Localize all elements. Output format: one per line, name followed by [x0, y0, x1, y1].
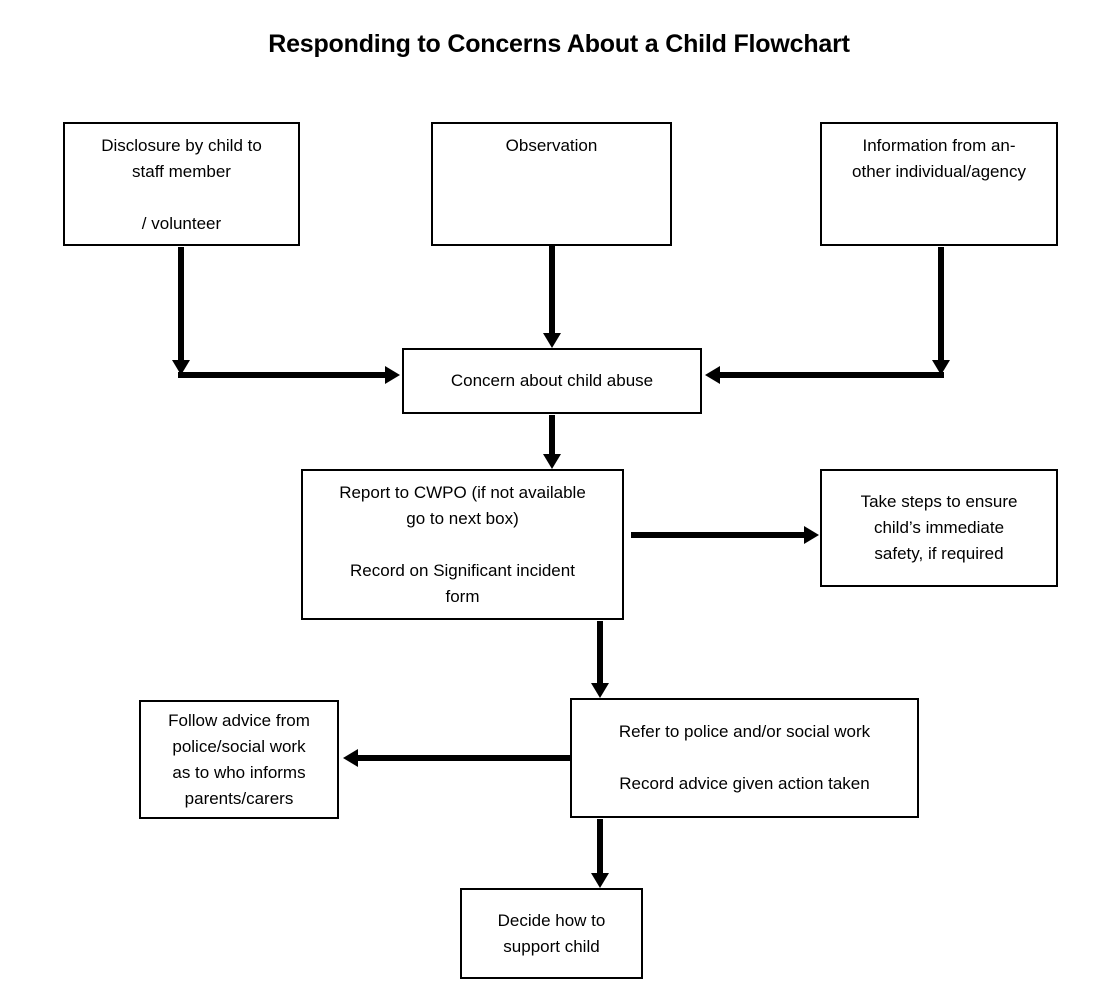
node-refer: Refer to police and/or social work Recor… [570, 698, 919, 818]
node-information-line-2: other individual/agency [852, 162, 1026, 181]
node-take-steps-line-2: child’s immediate [873, 518, 1005, 537]
node-refer-spacer [578, 745, 911, 771]
node-concern-line-1: Concern about child abuse [450, 371, 654, 390]
node-refer-line-1: Refer to police and/or social work [618, 722, 871, 741]
connector-shaft [356, 755, 570, 761]
node-take-steps-line-3: safety, if required [874, 544, 1004, 563]
connector-shaft [597, 621, 603, 683]
node-report-cwpo-line-3: Record on Significant incident [350, 560, 575, 580]
node-take-steps: Take steps to ensure child’s immediate s… [820, 469, 1058, 587]
arrow-head-down-icon [543, 333, 561, 348]
node-information: Information from an- other individual/ag… [820, 122, 1058, 246]
arrow-head-down-icon [172, 360, 190, 375]
page-title: Responding to Concerns About a Child Flo… [268, 30, 850, 58]
node-report-cwpo-line-2: go to next box) [406, 508, 519, 528]
arrow-head-down-icon [591, 873, 609, 888]
arrow-head-right-icon [804, 526, 819, 544]
node-report-cwpo-spacer [309, 532, 616, 558]
node-report-cwpo-line-1: Report to CWPO (if not available [339, 482, 586, 502]
arrow-head-left-icon [705, 366, 720, 384]
node-take-steps-line-1: Take steps to ensure [860, 492, 1018, 511]
arrow-head-right-icon [385, 366, 400, 384]
node-follow-advice: Follow advice from police/social work as… [139, 700, 339, 819]
node-refer-line-2: Record advice given action taken [619, 774, 870, 793]
node-concern: Concern about child abuse [402, 348, 702, 414]
node-decide-line-1: Decide how to [497, 910, 606, 930]
node-disclosure-spacer [71, 185, 292, 211]
node-follow-advice-line-3: as to who informs [172, 762, 306, 782]
node-decide-line-2: support child [503, 936, 600, 956]
connector-shaft [549, 415, 555, 454]
connector-shaft [597, 819, 603, 873]
arrow-head-down-icon [932, 360, 950, 375]
node-follow-advice-line-1: Follow advice from [168, 710, 310, 730]
node-observation-line-1: Observation [505, 136, 598, 155]
node-report-cwpo-line-4: form [445, 586, 480, 606]
node-disclosure-line-3: / volunteer [141, 214, 222, 233]
arrow-head-left-icon [343, 749, 358, 767]
connector-shaft [718, 372, 944, 378]
connector-shaft [631, 532, 806, 538]
arrow-head-down-icon [543, 454, 561, 469]
node-observation: Observation [431, 122, 672, 246]
node-disclosure-line-1: Disclosure by child to [101, 136, 262, 155]
node-follow-advice-line-2: police/social work [172, 736, 306, 756]
node-report-cwpo: Report to CWPO (if not available go to n… [301, 469, 624, 620]
node-information-line-1: Information from an- [862, 136, 1016, 155]
node-disclosure-line-2: staff member [132, 162, 231, 181]
arrow-head-down-icon [591, 683, 609, 698]
connector-shaft [549, 246, 555, 333]
node-follow-advice-line-4: parents/carers [184, 788, 294, 808]
connector-shaft [178, 247, 184, 360]
node-disclosure: Disclosure by child to staff member / vo… [63, 122, 300, 246]
connector-shaft [178, 372, 387, 378]
connector-shaft [938, 247, 944, 360]
node-decide: Decide how to support child [460, 888, 643, 979]
